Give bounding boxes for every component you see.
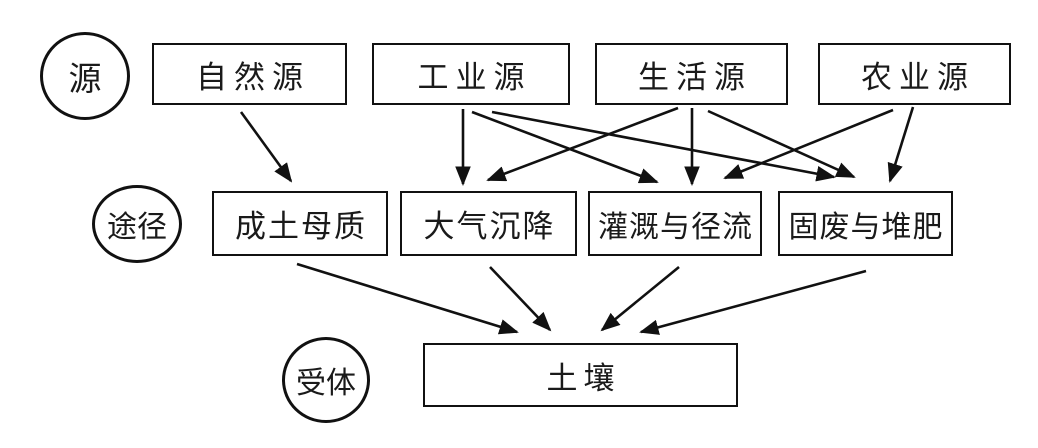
row-label-sources-text: 源 bbox=[68, 62, 102, 98]
node-soil-parent-material: 成土母质 bbox=[212, 191, 388, 256]
node-domestic-source: 生活源 bbox=[595, 43, 788, 105]
arrow-industrial-source-to-irrigation-and-runoff bbox=[471, 110, 659, 184]
node-agricultural-source: 农业源 bbox=[818, 43, 1011, 105]
node-agricultural-source-label: 农业源 bbox=[861, 59, 975, 95]
node-soil-label: 土壤 bbox=[546, 360, 621, 396]
node-natural-source: 自然源 bbox=[152, 43, 347, 105]
arrow-solid-waste-and-compost-to-soil bbox=[639, 269, 867, 335]
row-label-receptor: 受体 bbox=[282, 337, 370, 423]
arrow-irrigation-and-runoff-to-soil bbox=[600, 265, 680, 332]
arrow-atmospheric-deposition-to-soil bbox=[489, 266, 552, 332]
row-label-sources: 源 bbox=[40, 32, 130, 120]
row-label-pathways: 途径 bbox=[92, 185, 182, 263]
row-label-receptor-text: 受体 bbox=[296, 367, 356, 400]
node-soil-parent-material-label: 成土母质 bbox=[235, 209, 367, 244]
node-solid-waste-and-compost: 固废与堆肥 bbox=[778, 191, 953, 256]
arrow-industrial-source-to-solid-waste-and-compost bbox=[491, 110, 836, 182]
node-atmospheric-deposition: 大气沉降 bbox=[400, 191, 577, 256]
node-atmospheric-deposition-label: 大气沉降 bbox=[423, 209, 556, 244]
arrow-soil-parent-material-to-soil bbox=[296, 262, 519, 335]
arrow-domestic-source-to-atmospheric-deposition bbox=[486, 106, 679, 182]
arrow-natural-source-to-soil-parent-material bbox=[239, 111, 293, 183]
row-label-pathways-text: 途径 bbox=[107, 211, 167, 244]
node-soil: 土壤 bbox=[423, 343, 738, 407]
node-industrial-source-label: 工业源 bbox=[417, 59, 532, 95]
node-domestic-source-label: 生活源 bbox=[638, 59, 752, 95]
node-natural-source-label: 自然源 bbox=[196, 59, 310, 95]
arrow-agricultural-source-to-irrigation-and-runoff bbox=[723, 108, 894, 180]
node-irrigation-and-runoff: 灌溉与径流 bbox=[588, 191, 762, 256]
arrow-domestic-source-to-solid-waste-and-compost bbox=[707, 109, 856, 179]
node-solid-waste-and-compost-label: 固废与堆肥 bbox=[788, 210, 944, 244]
node-industrial-source: 工业源 bbox=[372, 43, 570, 105]
node-irrigation-and-runoff-label: 灌溉与径流 bbox=[598, 210, 753, 244]
arrow-agricultural-source-to-solid-waste-and-compost bbox=[887, 106, 915, 183]
